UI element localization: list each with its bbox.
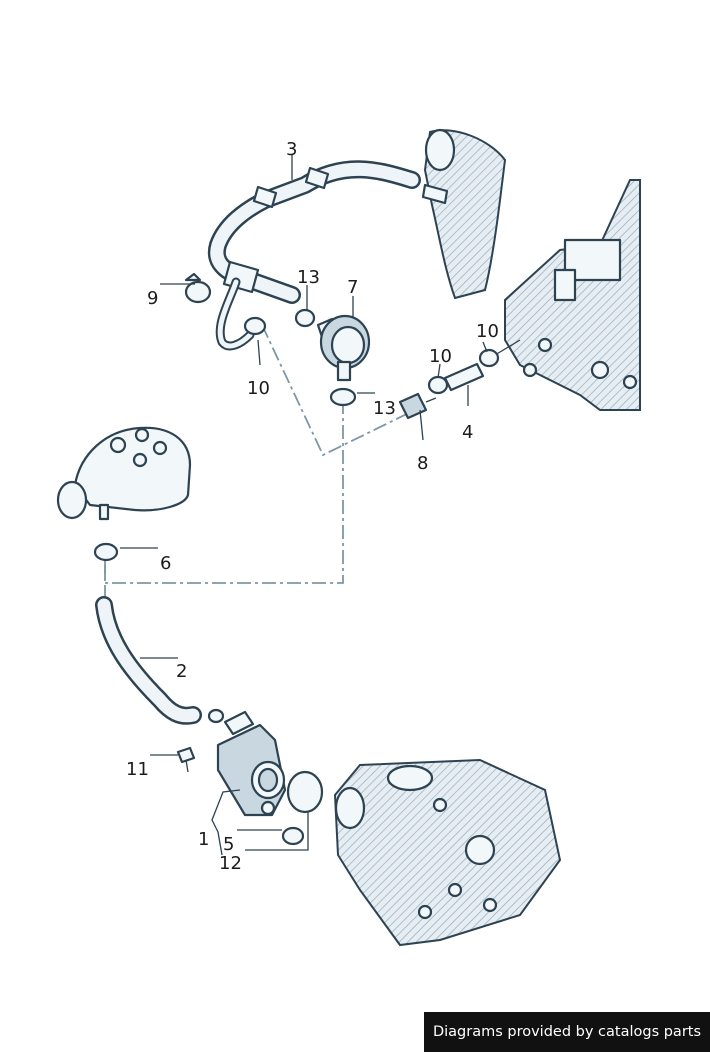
housing-1 [176, 710, 324, 846]
footer-credit: Diagrams provided by catalogs parts [424, 1012, 710, 1052]
callout-10-middle: 10 [429, 346, 452, 367]
callout-13-lower: 13 [373, 398, 396, 419]
engine-block [333, 758, 562, 947]
callout-1: 1 [198, 829, 209, 850]
engine-upper [494, 179, 641, 411]
hose-2 [95, 596, 225, 725]
footer-credit-text: Diagrams provided by catalogs parts [432, 1024, 702, 1040]
oil-cooler-cover [56, 426, 192, 562]
callout-10-right: 10 [476, 321, 499, 342]
clamp-9 [184, 272, 212, 304]
connection-lines [104, 324, 426, 600]
callout-2: 2 [176, 661, 187, 682]
clamp-10-left [243, 316, 267, 336]
callout-5: 5 [223, 834, 234, 855]
callout-9: 9 [147, 288, 158, 309]
callout-10-left: 10 [247, 378, 270, 399]
callout-8: 8 [417, 453, 428, 474]
callout-3: 3 [286, 139, 297, 160]
callout-4: 4 [462, 422, 473, 443]
callout-13-upper: 13 [297, 267, 320, 288]
breather-hose [207, 160, 421, 351]
leader-lines [120, 155, 488, 856]
pressure-valve [316, 314, 371, 407]
callout-11: 11 [126, 759, 149, 780]
clamp-13-upper [294, 308, 316, 328]
callout-12: 12 [219, 853, 242, 874]
callout-labels: 1 2 3 4 5 6 7 8 9 10 10 10 11 12 13 13 [126, 139, 499, 874]
callout-7: 7 [347, 277, 358, 298]
callout-6: 6 [160, 553, 171, 574]
intake-duct [421, 128, 507, 300]
